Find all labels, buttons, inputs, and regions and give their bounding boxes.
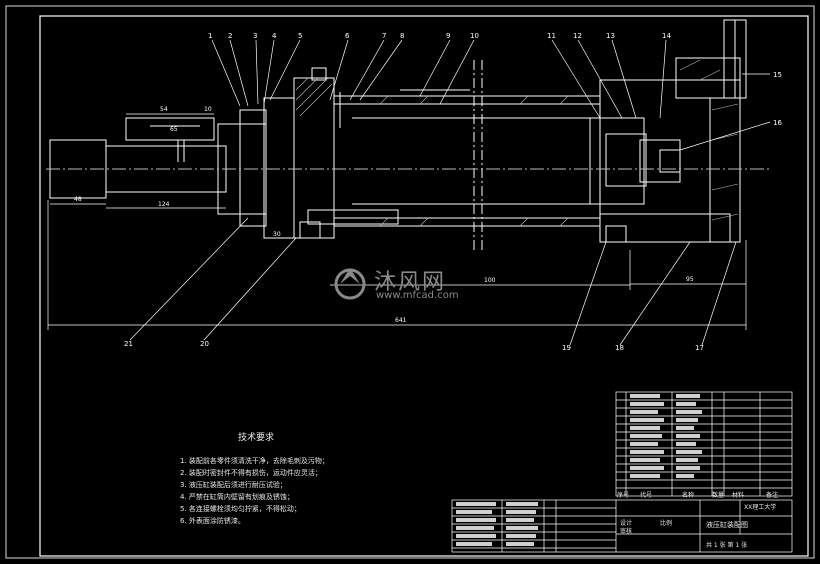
requirement-item: 4. 严禁在缸筒内壁留有划痕及锈蚀； <box>180 493 294 501</box>
part-number: 7 <box>382 32 386 40</box>
part-number-labels: 1 2 3 4 5 6 7 8 9 10 11 12 13 14 15 16 1… <box>124 32 782 352</box>
watermark-brand: 沐风网 <box>374 270 447 295</box>
part-number: 5 <box>298 32 302 40</box>
rear-cover <box>599 79 741 243</box>
part-number: 19 <box>562 344 571 352</box>
title-block-scale: 比例 <box>660 520 673 527</box>
part-number: 16 <box>773 119 782 127</box>
technical-requirements-title: 技术要求 <box>238 433 275 443</box>
parts-list-text-marks <box>456 394 702 546</box>
part-number: 4 <box>272 32 277 40</box>
part-number: 15 <box>773 71 782 79</box>
parts-header-code: 代号 <box>640 492 653 499</box>
part-number: 11 <box>547 32 556 40</box>
dimension-value: 54 <box>160 106 168 113</box>
part-number: 14 <box>662 32 671 40</box>
title-block-designer: 设计 <box>620 520 633 527</box>
dimension-value: 30 <box>273 231 281 238</box>
requirement-item: 6. 外表面涂防锈漆。 <box>180 517 245 525</box>
hatching <box>295 59 739 227</box>
dimension-value: 124 <box>158 201 170 208</box>
parts-list <box>451 391 793 553</box>
part-number: 8 <box>400 32 404 40</box>
cylinder-assembly <box>46 19 770 252</box>
title-block-checker: 审核 <box>620 528 633 535</box>
leader-lines <box>129 39 771 346</box>
part-number: 17 <box>695 344 704 352</box>
parts-header-index: 序号 <box>617 492 630 499</box>
dimension-lines <box>47 113 747 330</box>
dimension-labels: 641 48 124 95 54 10 65 30 100 <box>74 106 694 324</box>
part-number: 9 <box>446 32 450 40</box>
piston <box>589 117 645 205</box>
dimension-value: 95 <box>686 276 694 283</box>
dimension-value: 48 <box>74 196 82 203</box>
dimension-value: 65 <box>170 126 178 133</box>
part-number: 6 <box>345 32 350 40</box>
inner-frame <box>39 15 809 557</box>
watermark: 沐风网 www.mfcad.com <box>330 262 500 306</box>
requirement-item: 3. 液压缸装配后须进行耐压试验； <box>180 481 287 489</box>
part-number: 10 <box>470 32 479 40</box>
port-fitting <box>311 67 327 81</box>
title-block-school: XX理工大学 <box>744 504 777 511</box>
part-number: 1 <box>208 32 212 40</box>
title-block-sheet: 共 1 张 第 1 张 <box>706 542 748 549</box>
dimension-value: 641 <box>395 317 407 324</box>
rod-boss <box>125 117 215 141</box>
dimension-value: 10 <box>204 106 212 113</box>
requirement-item: 2. 装配时密封件不得有损伤，运动件应灵活； <box>180 469 322 477</box>
part-number: 2 <box>228 32 232 40</box>
parts-header-name: 名称 <box>682 492 695 499</box>
outer-frame <box>5 5 815 559</box>
requirement-item: 5. 各连接螺栓须均匀拧紧，不得松动； <box>180 505 301 513</box>
part-number: 20 <box>200 340 209 348</box>
title-block-drawing-name: 液压缸装配图 <box>706 521 748 529</box>
dimension-value: 100 <box>484 277 496 284</box>
part-number: 13 <box>606 32 615 40</box>
parts-header-material: 材料 <box>732 492 745 499</box>
watermark-url: www.mfcad.com <box>376 290 459 301</box>
part-number: 18 <box>615 344 624 352</box>
parts-header-notes: 备注 <box>766 492 779 499</box>
part-number: 3 <box>253 32 257 40</box>
requirement-item: 1. 装配前各零件须清洗干净，去除毛刺及污物； <box>180 457 329 465</box>
part-number: 12 <box>573 32 582 40</box>
part-number: 21 <box>124 340 133 348</box>
parts-header-qty: 数量 <box>712 492 725 499</box>
watermark-logo-icon <box>334 268 366 300</box>
